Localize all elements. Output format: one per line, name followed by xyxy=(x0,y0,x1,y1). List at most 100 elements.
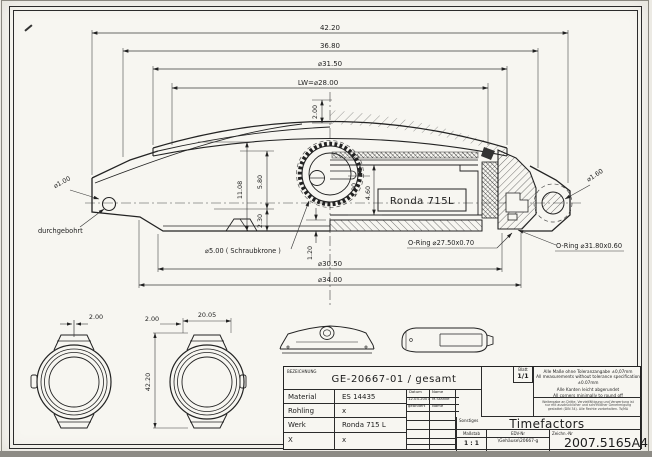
massstab-label: Maßstab xyxy=(457,430,486,438)
dial-strip xyxy=(331,151,479,159)
blatt-label: Blatt xyxy=(518,367,528,372)
legal-note: Weitergabe an Dritte, Vervielfältigung u… xyxy=(533,398,642,417)
empty-cell xyxy=(481,367,513,398)
dim-total-width: 42.20 xyxy=(320,24,340,32)
side-view-a xyxy=(279,325,375,354)
crown-pitch-circle xyxy=(296,140,364,208)
dimensions-main xyxy=(69,30,624,288)
crystal-hatch xyxy=(330,110,507,155)
front-view-1 xyxy=(30,334,112,429)
movement-ring-gasket xyxy=(481,161,499,219)
dim-view-height: 42.20 xyxy=(144,373,152,391)
blatt-cell: Blatt 1/1 xyxy=(513,367,533,383)
edv-cell: EDV-Nr \Gehäuse\20667-g xyxy=(486,430,549,451)
bezeichnung-label: BEZEICHNUNG xyxy=(287,369,317,374)
legal-line-2: nur mit ausdrücklicher und schriftlicher… xyxy=(544,403,632,408)
legal-line-1: Weitergabe an Dritte, Vervielfältigung u… xyxy=(542,399,634,404)
dim-580: 5.80 xyxy=(256,175,264,189)
stem-slot xyxy=(330,170,357,180)
bezeichnung-cell: BEZEICHNUNG GE-20667-01 / gesamt xyxy=(284,367,481,390)
dim-lug-width: 20.05 xyxy=(198,311,216,319)
front-view-dims xyxy=(60,318,232,429)
dim-3050: ⌀30.50 xyxy=(318,260,342,268)
label-movement: Ronda 715L xyxy=(390,196,454,207)
case-left-exterior xyxy=(91,123,331,232)
crown-profile xyxy=(319,326,335,340)
crystal xyxy=(152,110,508,157)
movement-box xyxy=(377,188,467,212)
tol-line-1: Alle Maße ohne Toleranzangabe ±0,07mm xyxy=(543,369,633,374)
massstab-value: 1 : 1 xyxy=(464,440,479,447)
zeichn-cell: Zeichn.-Nr 2007.5165A4 xyxy=(549,430,648,451)
dim-230: 2.30 xyxy=(256,214,264,228)
oring-groove-step xyxy=(505,192,529,213)
dim-100: 1.00 xyxy=(350,183,358,197)
right-lug xyxy=(522,165,573,232)
title-block: BEZEICHNUNG GE-20667-01 / gesamt Materia… xyxy=(283,366,648,451)
name2-label: Name xyxy=(430,404,459,412)
drawing-name: GE-20667-01 / gesamt xyxy=(331,374,457,385)
drawing-number: 2007.5165A4 xyxy=(564,435,649,450)
edv-label: EDV-Nr xyxy=(487,430,549,438)
label-lug-hole-right: ⌀1.60 xyxy=(585,167,605,184)
tol-line-4: All corners minimally to round off xyxy=(553,392,623,398)
row-werk-value: Ronda 715 L xyxy=(334,418,406,433)
geaendert-label: geändert xyxy=(407,404,430,412)
edv-value: \Gehäuse\20667-g xyxy=(497,439,539,444)
row-werk-label: Werk xyxy=(284,418,334,433)
crown-side-right xyxy=(239,374,247,389)
label-lug-hole-left: ⌀1.00 xyxy=(52,174,72,190)
dim-strap-2: 2.00 xyxy=(145,315,159,323)
crystal-gasket xyxy=(481,147,495,160)
front-view-2 xyxy=(169,334,247,429)
row-material-label: Material xyxy=(284,390,334,404)
case-right-section xyxy=(329,147,537,232)
tolerance-note: Alle Maße ohne Toleranzangabe ±0,07mm Al… xyxy=(533,367,642,398)
lugs-bottom xyxy=(53,413,95,429)
company-name: Timefactors xyxy=(509,417,585,431)
label-oring-back: O-Ring ⌀27.50x0.70 xyxy=(408,239,474,247)
dim-mid-width: 36.80 xyxy=(320,42,340,50)
dim-120: 1.20 xyxy=(306,246,314,260)
legal-line-3: gestattet (DIN 34). Alle Rechte vorbehal… xyxy=(547,407,629,412)
label-oring-crystal: O-Ring ⌀31.80x0.60 xyxy=(556,242,622,250)
dim-460: 4.60 xyxy=(364,186,372,200)
dimension-text-main: 42.20 36.80 ⌀31.50 LW=⌀28.00 ⌀30.50 ⌀34.… xyxy=(38,24,622,284)
row-x-label: X xyxy=(288,436,293,444)
dim-3400: ⌀34.00 xyxy=(318,276,342,284)
row-x-value: x xyxy=(334,433,406,450)
name-label: Name xyxy=(430,390,459,398)
scan-edge-shadow xyxy=(0,451,652,457)
dim-lw: LW=⌀28.00 xyxy=(298,79,338,87)
crown-profile-b xyxy=(486,334,494,347)
right-lug-hole xyxy=(541,191,565,215)
left-lug-hole xyxy=(101,196,117,212)
dim-bezel-dia: ⌀31.50 xyxy=(318,60,342,68)
crown-side-left xyxy=(30,374,38,389)
row-material-value: ES 14435 xyxy=(334,390,406,404)
tol-line-3: Alle Kanten leicht abgerundet xyxy=(556,387,620,393)
blatt-value: 1/1 xyxy=(517,372,529,380)
empty-cell-2 xyxy=(481,398,533,417)
name-value: M.Stanke xyxy=(430,397,459,405)
company-cell: Sonstiges Timefactors xyxy=(456,417,642,431)
main-cross-section xyxy=(85,92,582,305)
tol-line-2: All measurements without tolerance speci… xyxy=(536,374,640,385)
caseback-section xyxy=(329,219,483,232)
row-rohling-label: Rohling xyxy=(284,404,334,418)
dim-200: 2.00 xyxy=(311,105,319,119)
dim-strap-1: 2.00 xyxy=(89,313,103,321)
datum-label: Datum xyxy=(407,390,431,398)
row-rohling-value: x xyxy=(334,404,406,418)
side-view-b xyxy=(401,327,494,353)
massstab-cell: Maßstab 1 : 1 xyxy=(456,430,486,451)
label-durchgebohrt: durchgebohrt xyxy=(38,227,83,235)
front-view-dim-text: 2.00 2.00 20.05 42.20 xyxy=(89,311,216,391)
date-name-table: Datum Name 12.04.2007 M.Stanke geändert … xyxy=(406,390,459,450)
zeichn-label: Zeichn.-Nr xyxy=(552,431,573,436)
label-crown: ⌀5.00 ( Schraubkrone ) xyxy=(205,247,281,255)
sonstiges-label: Sonstiges xyxy=(459,418,479,423)
datum-value: 12.04.2007 xyxy=(407,397,430,405)
